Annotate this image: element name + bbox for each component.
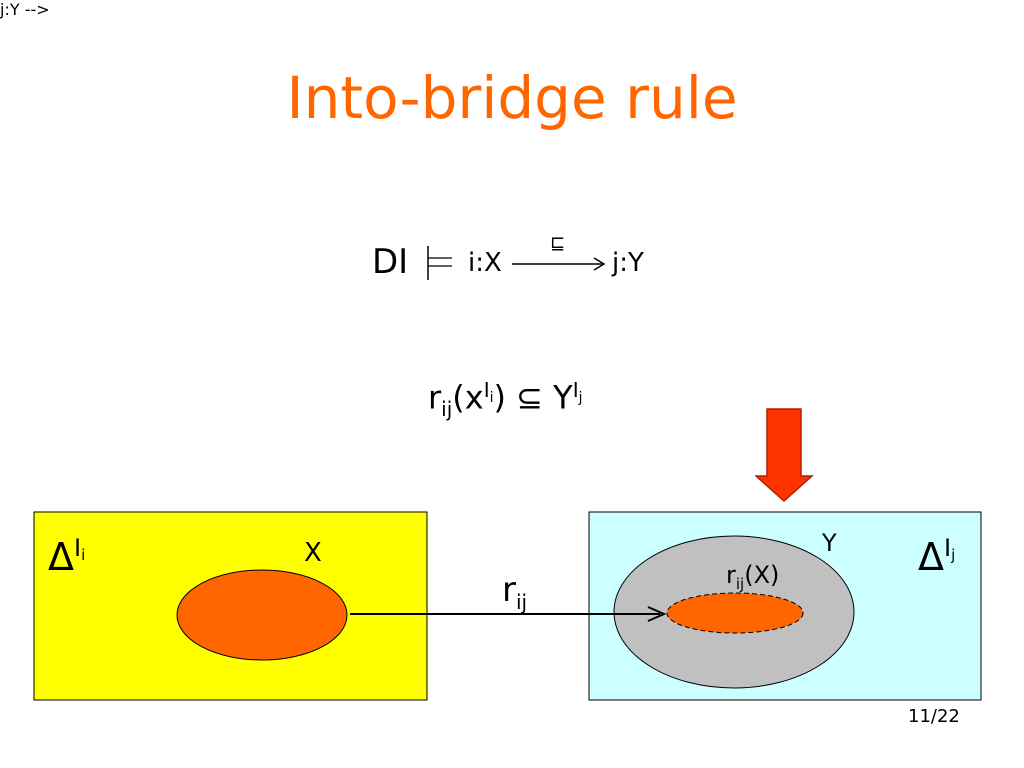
right-delta-sup: I — [944, 534, 952, 562]
set-x-label: X — [304, 538, 322, 568]
right-delta: Δ — [918, 535, 944, 579]
set-y-label: Y — [822, 529, 837, 557]
semantics-formula: rij(xIi) ⊆ YIj — [428, 370, 582, 429]
formula2-x-sup-sub: i — [489, 390, 494, 406]
page-number: 11/22 — [908, 706, 960, 727]
formula2-y-sup-sub: j — [578, 390, 583, 406]
left-delta-sub: i — [81, 546, 86, 564]
formula2-x-sup: I — [483, 378, 490, 402]
slide-title: Into-bridge rule — [286, 64, 738, 132]
mapping-r-sub: ij — [515, 589, 528, 614]
formula2-y: Y — [553, 378, 573, 417]
subsumption-symbol: ⊑ — [550, 233, 565, 254]
formula2-open: (x — [452, 378, 484, 417]
left-domain-label: ΔIi — [48, 526, 85, 579]
formula-di: DI — [372, 242, 409, 282]
image-arg: (X) — [744, 561, 780, 589]
left-delta-sup: I — [74, 534, 82, 562]
formula2-y-sup: I — [572, 378, 579, 402]
bridge-rule-formula: DI i:X ⊑ j:Y — [372, 232, 672, 292]
image-set-label: rij(X) — [726, 560, 779, 599]
set-x-ellipse — [176, 569, 348, 661]
image-r-sub: ij — [735, 574, 745, 593]
right-domain-label: ΔIj — [918, 526, 955, 579]
entails-icon — [427, 246, 452, 280]
right-delta-sub: j — [951, 546, 956, 564]
mapping-label: rij — [502, 570, 527, 622]
formula-source: i:X — [468, 248, 502, 278]
red-down-arrow-icon — [755, 408, 814, 503]
formula2-close: ) — [493, 378, 506, 417]
subsumption-arrow-icon: ⊑ — [512, 233, 606, 271]
image-set-ellipse — [666, 592, 804, 634]
image-r: r — [726, 561, 736, 589]
left-delta: Δ — [48, 535, 74, 579]
subset-symbol: ⊆ — [516, 378, 543, 417]
formula2-r-sub: ij — [441, 397, 453, 422]
formula2-r: r — [428, 378, 442, 417]
mapping-arrow-head — [647, 606, 667, 622]
formula-target: j:Y — [612, 248, 644, 278]
mapping-r: r — [502, 570, 516, 610]
